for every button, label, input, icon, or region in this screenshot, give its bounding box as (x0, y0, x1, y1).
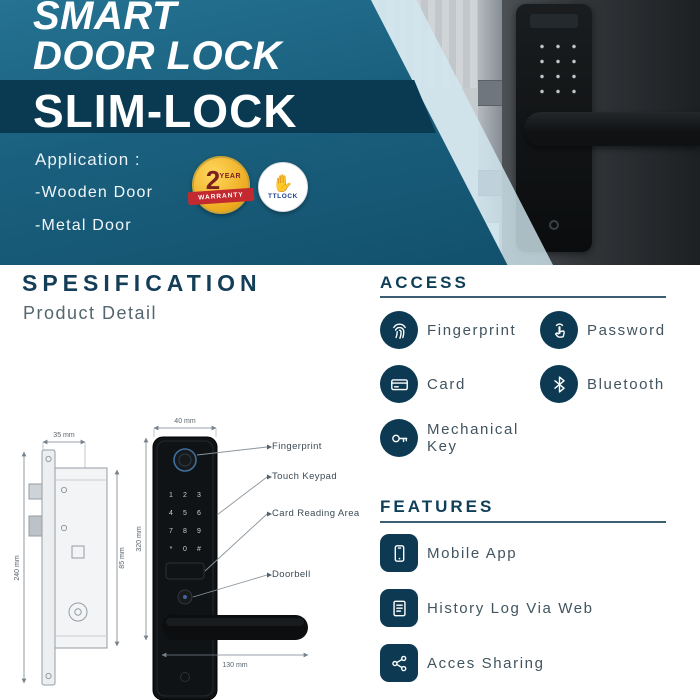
ttlock-label: TTLOCK (268, 192, 298, 200)
specification-subtitle: Product Detail (23, 303, 158, 323)
ttlock-badge: ✋ TTLOCK (258, 162, 308, 212)
warranty-badge: 2 YEAR WARRANTY (187, 156, 255, 214)
warranty-number: 2 (205, 165, 221, 195)
keypad-key: 8 (183, 528, 187, 535)
access-item-fingerprint: Fingerprint (380, 311, 540, 349)
specification-title: SPESIFICATION (22, 270, 262, 296)
bluetooth-icon (540, 365, 578, 403)
keypad-key: 7 (169, 528, 173, 535)
photo-door-handle (524, 112, 700, 146)
application-label: Application : (35, 150, 141, 169)
feature-item-label: Acces Sharing (427, 654, 545, 672)
feature-item-mobile: Mobile App (380, 534, 594, 572)
application-item: -Metal Door (35, 217, 132, 234)
features-section-title: FEATURES (380, 497, 495, 516)
mortise-lock-drawing: 35 mm 240 mm 85 mm (14, 432, 126, 686)
lock-width-dim: 40 mm (174, 418, 196, 425)
access-item-label: Mechanical Key (427, 421, 519, 455)
mortise-width-dim: 35 mm (53, 432, 75, 439)
features-section-rule (380, 521, 666, 523)
hero-title-line2: DOOR LOCK (33, 34, 282, 78)
feature-item-share: Acces Sharing (380, 644, 594, 682)
application-item: -Wooden Door (35, 184, 154, 201)
keypad-key: 4 (169, 510, 173, 517)
hero-title-line1: SMART (33, 0, 177, 38)
access-item-password: Password (540, 311, 666, 349)
keypad-key: 9 (197, 528, 201, 535)
keypad-key: * (170, 546, 173, 553)
lock-height-dim: 320 mm (136, 526, 143, 551)
lock-display (530, 14, 578, 28)
keypad-key: 3 (197, 492, 201, 499)
card-icon (380, 365, 418, 403)
hand-icon: ✋ (272, 173, 294, 193)
warranty-year-label: YEAR (219, 173, 241, 180)
keypad-key: 0 (183, 546, 187, 553)
product-name: SLIM-LOCK (33, 85, 298, 137)
access-item-label: Fingerprint (427, 321, 517, 339)
access-item-bluetooth: Bluetooth (540, 365, 666, 403)
mortise-body-height-dim: 85 mm (119, 547, 126, 569)
feature-item-history: History Log Via Web (380, 589, 594, 627)
keyhole (549, 220, 559, 230)
keypad-key: 6 (197, 510, 201, 517)
keypad-key: 5 (183, 510, 187, 517)
hero-title: SMART DOOR LOCK (33, 0, 282, 76)
access-item-label: Bluetooth (587, 375, 665, 393)
key-icon (380, 419, 418, 457)
history-icon (380, 589, 418, 627)
access-item-label: Card (427, 375, 466, 393)
fingerprint-icon (380, 311, 418, 349)
application-list: -Wooden Door -Metal Door (35, 176, 153, 242)
keypad-key: # (197, 546, 201, 553)
keypad-key: 1 (169, 492, 173, 499)
lock-front-drawing: 40 mm 320 mm 1 2 3 4 5 6 7 8 9 * 0 # 130 mm (136, 418, 309, 700)
handle-length-dim: 130 mm (222, 662, 247, 669)
share-icon (380, 644, 418, 682)
keypad-key: 2 (183, 492, 187, 499)
feature-item-label: History Log Via Web (427, 599, 594, 617)
access-section-title: ACCESS (380, 273, 469, 292)
access-item-label: Password (587, 321, 666, 339)
lock-keypad (530, 36, 578, 96)
access-section-rule (380, 296, 666, 298)
hero-content: SMART DOOR LOCK SLIM-LOCK Application : … (0, 0, 700, 265)
password-icon (540, 311, 578, 349)
hinge (478, 80, 502, 106)
mortise-height-dim: 240 mm (14, 555, 21, 580)
feature-item-label: Mobile App (427, 544, 518, 562)
mobile-icon (380, 534, 418, 572)
access-item-card: Card (380, 365, 540, 403)
hero-banner: SMART DOOR LOCK SLIM-LOCK Application : … (0, 0, 700, 265)
product-name-band (0, 80, 436, 133)
access-item-key: Mechanical Key (380, 419, 540, 457)
